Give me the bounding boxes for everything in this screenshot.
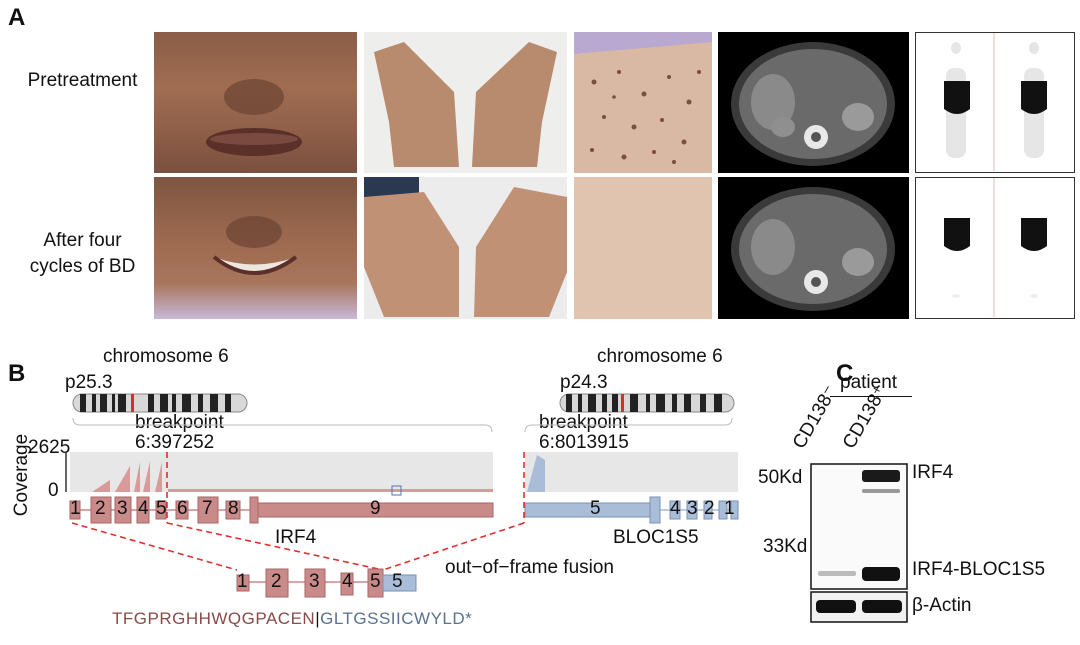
breakpoint-dashed-lines (71, 452, 525, 571)
left-chromosome-title: chromosome 6 (103, 346, 229, 367)
hands-illustration (374, 42, 557, 167)
mw-marker-33kd: 33Kd (763, 536, 808, 557)
irf4-exon-8: 8 (228, 498, 239, 519)
mw-marker-50kd: 50Kd (758, 467, 803, 488)
irf4-exon-5: 5 (156, 498, 167, 519)
face-smile-illustration (212, 216, 298, 275)
ct-illustration-post (731, 187, 895, 311)
fusion-exon-3: 3 (309, 571, 320, 592)
irf4-faint-band (862, 489, 900, 493)
right-zoom-bracket (524, 417, 733, 433)
fusion-faint-band (818, 571, 856, 576)
right-coverage-track (525, 452, 738, 492)
hands-post-treatment-photo (364, 177, 567, 319)
pet-illustration-post (944, 178, 1047, 317)
left-band-label: p25.3 (65, 372, 113, 393)
bloc-peptide: GLTGSSIICWYLD* (320, 609, 473, 628)
left-coverage-peaks (92, 461, 493, 492)
left-breakpoint-coord: 6:397252 (135, 432, 215, 453)
bloc-exons (524, 496, 739, 524)
actin-band-neg (816, 600, 856, 613)
ct-abdomen-pretreatment-scan (718, 32, 909, 173)
irf4-exons (69, 496, 494, 524)
bloc-exon-5: 5 (590, 498, 601, 519)
bloc-exon-4: 4 (670, 498, 681, 519)
panel-c-letter: C (836, 360, 854, 387)
irf4-exon-6: 6 (177, 498, 188, 519)
right-breakpoint-label: breakpoint (539, 412, 628, 433)
fusion-type-label: out−of−frame fusion (445, 557, 614, 578)
band-label-irf4-bloc1s5: IRF4-BLOC1S5 (912, 559, 1046, 580)
left-chromosome-ideogram (72, 393, 248, 413)
pet-whole-body-pretreatment-scan (915, 32, 1075, 173)
fusion-protein-sequence: TFGPRGHHWQGPACEN|GLTGSSIICWYLD* (112, 609, 472, 629)
skin-lesions-illustration (574, 32, 712, 164)
bloc-exon-2: 2 (704, 498, 715, 519)
irf4-exon-2: 2 (95, 498, 106, 519)
western-blot (810, 463, 908, 623)
row-label-line2: cycles of BD (29, 256, 136, 277)
pet-illustration (944, 33, 1047, 171)
lane-label-cd138-neg: CD138⁻ (788, 382, 842, 453)
fusion-exon-4: 4 (342, 571, 353, 592)
coverage-max-label: 2625 (28, 437, 71, 458)
hands-pretreatment-photo (364, 32, 567, 173)
bloc-gene-label: BLOC1S5 (613, 527, 699, 548)
row-label-pretreatment: Pretreatment (27, 70, 138, 91)
right-breakpoint-coord: 6:8013915 (539, 432, 629, 453)
right-chromosome-title: chromosome 6 (597, 346, 723, 367)
panel-a-letter: A (8, 4, 26, 31)
face-illustration (206, 79, 302, 156)
left-zoom-bracket (72, 417, 493, 433)
fusion-exon-5-bloc: 5 (392, 571, 403, 592)
back-skin-post-treatment-photo (574, 177, 712, 319)
fusion-exon-2: 2 (271, 571, 282, 592)
band-label-irf4: IRF4 (912, 462, 954, 483)
fusion-exons (236, 568, 417, 598)
fusion-exon-5-irf4: 5 (370, 571, 381, 592)
row-label-line1: After four (43, 230, 122, 251)
right-coverage-peak (527, 455, 545, 492)
bloc-exon-1: 1 (724, 498, 735, 519)
actin-band-pos (862, 600, 902, 613)
hands-illustration-post (364, 177, 567, 317)
ct-abdomen-post-treatment-scan (718, 177, 909, 319)
irf4-peptide: TFGPRGHHWQGPACEN (112, 609, 316, 628)
row-label-after-treatment: After four cycles of BD (10, 228, 155, 280)
band-label-actin: β-Actin (912, 595, 972, 616)
irf4-exon-3: 3 (117, 498, 128, 519)
irf4-gene-label: IRF4 (275, 527, 317, 548)
pet-whole-body-post-treatment-scan (915, 177, 1075, 319)
left-breakpoint-label: breakpoint (135, 412, 224, 433)
irf4-exon-1: 1 (70, 498, 81, 519)
fusion-diagram (65, 393, 739, 598)
right-band-label: p24.3 (560, 372, 608, 393)
bloc-exon-3: 3 (687, 498, 698, 519)
left-coverage-track (70, 452, 493, 492)
ct-illustration (731, 42, 895, 166)
irf4-exon-9: 9 (370, 498, 381, 519)
irf4-exon-4: 4 (138, 498, 149, 519)
panel-b-letter: B (8, 360, 26, 387)
irf4-bloc1s5-band (862, 567, 900, 581)
fusion-exon-1: 1 (237, 571, 248, 592)
right-chromosome-ideogram (559, 393, 735, 413)
face-pretreatment-photo (154, 32, 357, 173)
face-post-treatment-photo (154, 177, 357, 319)
coverage-marker (391, 485, 402, 496)
coverage-min-label: 0 (48, 480, 59, 501)
patient-group-label: patient (840, 372, 898, 393)
patient-group-line (830, 396, 912, 397)
junction-separator: | (315, 609, 321, 628)
irf4-exon-7: 7 (202, 498, 213, 519)
irf4-band (862, 470, 900, 482)
back-skin-pretreatment-photo (574, 32, 712, 173)
